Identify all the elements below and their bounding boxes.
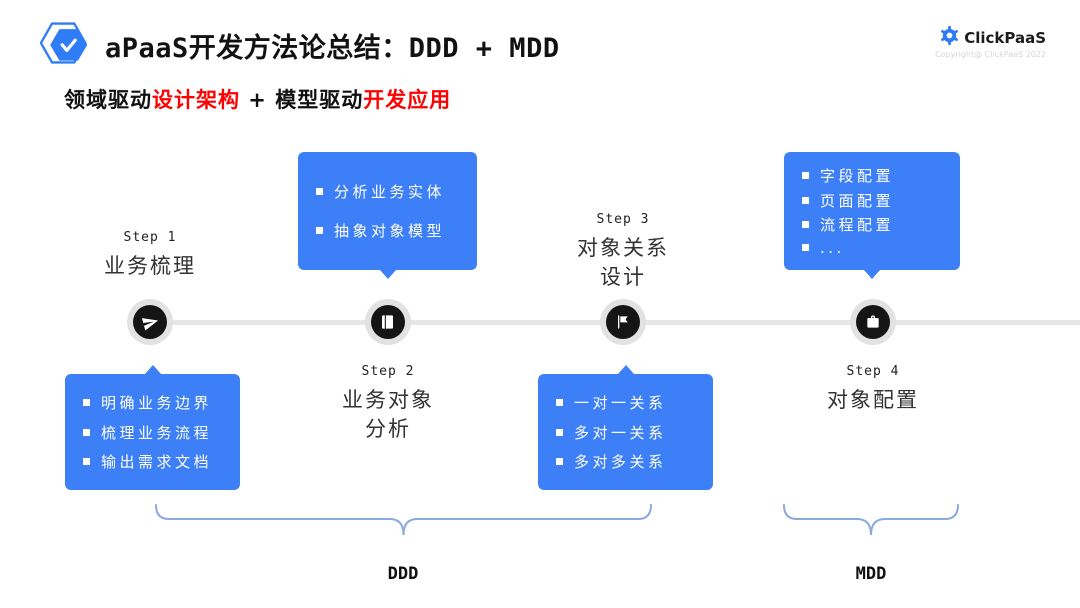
- step3-number: Step 3: [596, 212, 650, 227]
- detail-item: ...: [802, 239, 942, 257]
- bullet-square-icon: [556, 428, 563, 436]
- clickpaas-gear-icon: [940, 26, 959, 49]
- detail-item: 抽象对象模型: [316, 220, 459, 241]
- step4-title: 对象配置: [827, 388, 919, 412]
- detail-item-text: 抽象对象模型: [334, 222, 446, 241]
- step1-number: Step 1: [123, 230, 177, 245]
- step1-detail-box: 明确业务边界 梳理业务流程 输出需求文档: [65, 365, 240, 490]
- detail-item-text: 字段配置: [820, 167, 895, 186]
- step4-number: Step 4: [846, 364, 900, 379]
- clickpaas-logo-row: ClickPaaS: [935, 26, 1046, 49]
- step1-title: 业务梳理: [104, 254, 196, 278]
- bullet-square-icon: [83, 457, 90, 465]
- subtitle-black-1: 领域驱动: [64, 88, 152, 112]
- bullet-square-icon: [802, 172, 809, 180]
- group-label-mdd: MDD: [855, 564, 887, 584]
- bullet-square-icon: [316, 187, 323, 195]
- detail-item-text: 输出需求文档: [101, 452, 213, 471]
- clickpaas-logo-text: ClickPaaS: [964, 28, 1046, 47]
- step1-label: Step 1 业务梳理: [80, 230, 220, 281]
- detail-item-text: ...: [820, 238, 845, 257]
- timeline-node-step4: [850, 299, 896, 345]
- detail-item-text: 流程配置: [820, 216, 895, 235]
- subtitle-black-2: + 模型驱动: [240, 88, 364, 112]
- timeline-node-step2: [365, 299, 411, 345]
- bullet-square-icon: [556, 457, 563, 465]
- detail-item-text: 多对多关系: [574, 452, 667, 471]
- timeline-node-step3: [600, 299, 646, 345]
- copyright-text: Copyright@ ClickPaaS 2022: [935, 50, 1046, 59]
- detail-item-text: 明确业务边界: [101, 394, 213, 413]
- flag-icon: [606, 305, 640, 339]
- bullet-square-icon: [83, 399, 90, 407]
- step2-detail-box: 分析业务实体 抽象对象模型: [298, 152, 477, 279]
- briefcase-icon: [856, 305, 890, 339]
- callout-tail: [864, 270, 880, 279]
- subtitle-red-1: 设计架构: [152, 88, 240, 112]
- bullet-square-icon: [802, 221, 809, 229]
- ddd-brace: [155, 504, 652, 536]
- step4-label: Step 4 对象配置: [803, 364, 943, 415]
- step2-label: Step 2 业务对象 分析: [318, 364, 458, 445]
- book-icon: [371, 305, 405, 339]
- detail-item: 页面配置: [802, 190, 942, 211]
- detail-item-text: 多对一关系: [574, 423, 667, 442]
- timeline-node-step1: [127, 299, 173, 345]
- detail-item-text: 梳理业务流程: [101, 423, 213, 442]
- detail-item: 输出需求文档: [83, 451, 222, 472]
- hexagon-badge-icon: [39, 20, 90, 70]
- detail-item-text: 页面配置: [820, 191, 895, 210]
- callout-tail: [617, 365, 634, 374]
- detail-item: 明确业务边界: [83, 392, 222, 413]
- subtitle-red-2: 开发应用: [363, 88, 452, 112]
- header: aPaaS开发方法论总结：DDD + MDD: [39, 20, 560, 70]
- bullet-square-icon: [802, 196, 809, 204]
- bullet-square-icon: [802, 244, 809, 252]
- clickpaas-logo: ClickPaaS Copyright@ ClickPaaS 2022: [935, 26, 1046, 59]
- callout-tail: [144, 365, 161, 374]
- detail-item-text: 分析业务实体: [334, 182, 446, 201]
- detail-item: 多对多关系: [556, 451, 695, 472]
- step3-title: 对象关系 设计: [577, 236, 669, 290]
- step4-detail-box: 字段配置 页面配置 流程配置 ...: [784, 152, 960, 279]
- subtitle: 领域驱动设计架构 + 模型驱动开发应用: [64, 84, 451, 114]
- step3-detail-box: 一对一关系 多对一关系 多对多关系: [538, 365, 713, 490]
- step2-number: Step 2: [361, 364, 415, 379]
- detail-item: 分析业务实体: [316, 181, 459, 202]
- detail-item: 字段配置: [802, 165, 942, 186]
- detail-item-text: 一对一关系: [574, 394, 667, 413]
- detail-item: 梳理业务流程: [83, 422, 222, 443]
- bullet-square-icon: [556, 399, 563, 407]
- step2-title: 业务对象 分析: [342, 388, 434, 442]
- detail-item: 流程配置: [802, 214, 942, 235]
- mdd-brace: [783, 504, 959, 536]
- paper-plane-icon: [133, 305, 167, 339]
- detail-item: 多对一关系: [556, 422, 695, 443]
- callout-tail: [379, 270, 396, 279]
- bullet-square-icon: [83, 428, 90, 436]
- step3-label: Step 3 对象关系 设计: [553, 212, 693, 293]
- bullet-square-icon: [316, 227, 323, 235]
- page-title: aPaaS开发方法论总结：DDD + MDD: [105, 32, 560, 64]
- group-label-ddd: DDD: [387, 564, 419, 584]
- detail-item: 一对一关系: [556, 392, 695, 413]
